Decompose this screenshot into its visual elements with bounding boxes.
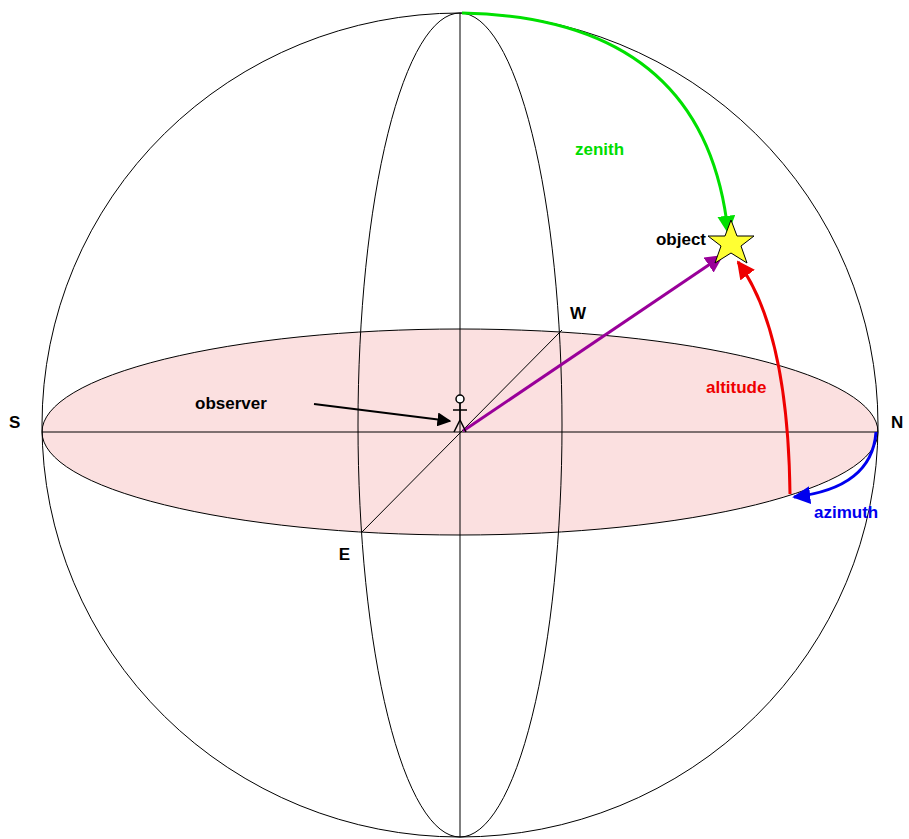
east-west-line <box>362 330 562 532</box>
direction-label: S <box>9 413 20 433</box>
observer-figure <box>453 395 467 432</box>
line-of-sight <box>463 256 722 431</box>
zenith-arc <box>462 13 728 232</box>
altitude-label: altitude <box>706 378 766 398</box>
direction-label: E <box>339 545 350 565</box>
observer-leader <box>314 404 450 421</box>
zenith-label: zenith <box>575 140 624 160</box>
direction-label: W <box>570 304 586 324</box>
observer-label: observer <box>195 394 267 414</box>
direction-label: N <box>891 413 903 433</box>
object-label: object <box>656 230 706 250</box>
object-star <box>708 220 754 263</box>
celestial-sphere-outline <box>42 13 878 837</box>
vertical-axis <box>460 13 461 837</box>
meridian-circle <box>358 13 562 837</box>
azimuth-label: azimuth <box>814 503 878 523</box>
azimuth-arc <box>794 432 876 497</box>
